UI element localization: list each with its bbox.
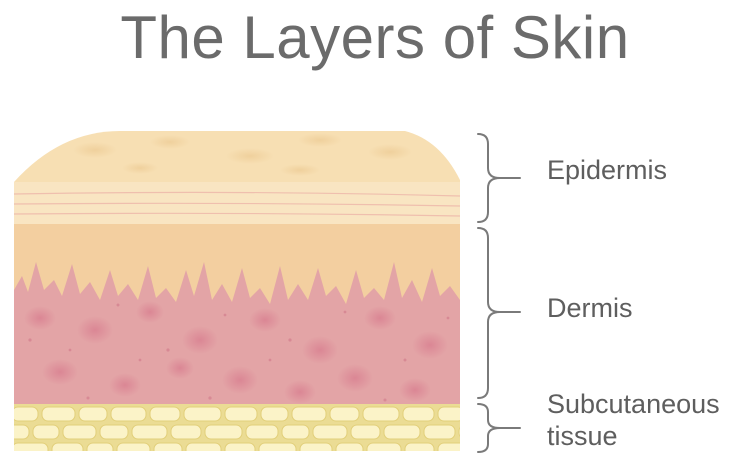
fat-cell — [51, 442, 84, 451]
fat-cell — [458, 424, 460, 440]
fat-cell — [110, 406, 147, 422]
fat-cell — [383, 424, 421, 440]
fat-cell — [258, 442, 297, 451]
fat-cell — [62, 424, 97, 440]
fat-cell — [404, 442, 435, 451]
fat-cell — [260, 406, 289, 422]
fat-cell — [312, 424, 348, 440]
fat-cell — [183, 406, 222, 422]
fat-cell — [224, 442, 256, 451]
fat-cell — [366, 442, 402, 451]
fat-cell — [185, 442, 222, 451]
fat-cell — [402, 406, 435, 422]
fat-cell — [437, 442, 460, 451]
fat-cell — [14, 424, 30, 440]
fat-cell — [14, 442, 49, 451]
fat-cell — [291, 406, 327, 422]
fat-cell — [224, 406, 258, 422]
fat-cell — [86, 442, 114, 451]
fat-cell — [153, 442, 183, 451]
subcutaneous-label: Subcutaneous tissue — [547, 388, 720, 452]
fat-cell — [423, 424, 456, 440]
page-title: The Layers of Skin — [120, 4, 630, 71]
fat-cell — [32, 424, 60, 440]
layer-brackets — [477, 133, 521, 453]
fat-cell — [78, 406, 108, 422]
fat-cell — [350, 424, 381, 440]
fat-cell — [116, 442, 151, 451]
dermis-bracket — [477, 227, 521, 399]
fat-cell — [245, 424, 279, 440]
fat-cell — [170, 424, 202, 440]
fat-cell — [131, 424, 168, 440]
dermis-label: Dermis — [547, 293, 633, 323]
fat-cell — [14, 406, 39, 422]
epidermis-surface-texture — [73, 133, 412, 176]
fat-cell — [362, 406, 400, 422]
subcutaneous-label-line1: Subcutaneous — [547, 389, 720, 419]
fat-cell — [329, 406, 360, 422]
fat-cell — [281, 424, 310, 440]
fat-cell — [299, 442, 333, 451]
fat-cell — [335, 442, 364, 451]
strata-lines — [14, 191, 460, 217]
fat-cell — [41, 406, 76, 422]
fat-cell — [204, 424, 243, 440]
fat-cell — [99, 424, 129, 440]
fat-cell — [437, 406, 460, 422]
subcutaneous-bracket — [477, 403, 521, 453]
subcutaneous-label-line2: tissue — [547, 421, 618, 451]
fat-cell — [149, 406, 181, 422]
epidermis-label: Epidermis — [547, 155, 668, 185]
fat-cells — [14, 406, 460, 451]
dermis-texture — [24, 301, 450, 404]
epidermis-bracket — [477, 133, 521, 223]
